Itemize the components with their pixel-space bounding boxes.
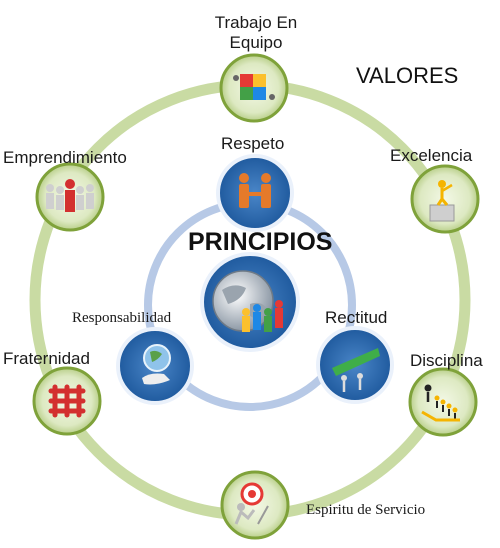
label-trabajo-line-1: Trabajo En bbox=[214, 13, 298, 32]
heading-principios: PRINCIPIOS bbox=[188, 228, 333, 256]
label-trabajo-line-2: Equipo bbox=[229, 32, 283, 52]
target-service-icon bbox=[234, 482, 269, 525]
level-icon bbox=[332, 348, 380, 392]
node-respeto bbox=[216, 154, 294, 232]
puzzle-team-icon bbox=[233, 74, 275, 100]
heading-valores: VALORES bbox=[356, 63, 459, 88]
globe-people-icon bbox=[212, 270, 283, 332]
node-fraternidad bbox=[32, 366, 102, 436]
label-rectitud: Rectitud bbox=[325, 308, 388, 327]
label-excelencia: Excelencia bbox=[390, 146, 473, 165]
leader-group-icon bbox=[46, 179, 94, 212]
handshake-icon bbox=[239, 173, 271, 208]
node-emprendimiento bbox=[35, 162, 105, 232]
node-responsabilidad bbox=[116, 327, 194, 405]
label-espiritu-de-servicio: Espiritu de Servicio bbox=[306, 502, 426, 518]
node-espiritu-de-servicio bbox=[220, 470, 290, 540]
node-disciplina bbox=[408, 367, 478, 437]
podium-figure-icon bbox=[429, 180, 455, 222]
label-emprendimiento: Emprendimiento bbox=[3, 148, 127, 167]
leader-line-icon bbox=[421, 384, 460, 422]
node-rectitud bbox=[316, 326, 394, 404]
label-trabajo-en-equipo: Trabajo En Equipo bbox=[198, 13, 314, 52]
node-excelencia bbox=[410, 164, 480, 234]
label-disciplina: Disciplina bbox=[410, 351, 483, 370]
node-trabajo-en-equipo bbox=[219, 53, 289, 123]
label-respeto: Respeto bbox=[221, 134, 285, 153]
label-fraternidad: Fraternidad bbox=[3, 349, 90, 368]
globe-hand-icon bbox=[142, 344, 171, 385]
center-principios-node bbox=[200, 252, 300, 352]
knot-icon bbox=[48, 384, 86, 418]
label-responsabilidad: Responsabilidad bbox=[72, 310, 172, 326]
